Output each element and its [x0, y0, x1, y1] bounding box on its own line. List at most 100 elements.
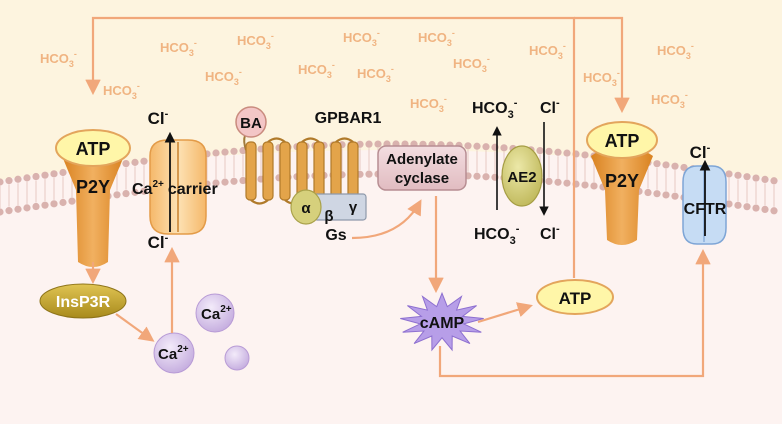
bg-hco3-ion: HCO3- [453, 54, 490, 74]
ba-label: BA [240, 115, 262, 132]
lipid-head-inner [131, 188, 139, 196]
lipid-head-inner [230, 177, 238, 185]
lipid-head-outer [725, 170, 733, 178]
lipid-head-inner [662, 191, 670, 199]
carrier-ca-label: Ca [132, 181, 153, 198]
bg-hco3-ion: HCO3- [298, 60, 335, 80]
lipid-head-outer [5, 177, 13, 185]
ae2-hco3-bottom-label: HCO [474, 226, 510, 243]
ae2-cl-top-label: Cl [540, 100, 556, 117]
lipid-head-inner [770, 207, 778, 215]
bg-hco3-ion: HCO3- [357, 64, 394, 84]
cftr-channel: Cl- CFTR [682, 142, 727, 245]
lipid-head-inner [482, 173, 490, 181]
bg-hco3-sub: 3 [680, 100, 685, 110]
cl-bottom-sup: - [165, 232, 169, 244]
bg-hco3-sup: - [617, 68, 620, 78]
lipid-head-outer [761, 175, 769, 184]
intracellular-pathway: InsP3R Ca2+ Ca2+ cAMP ATP [39, 196, 711, 378]
atp-label-right: ATP [605, 131, 640, 151]
bg-hco3-ion: HCO3- [237, 31, 274, 51]
lipid-head-outer [464, 142, 472, 150]
lipid-head-outer [563, 149, 571, 157]
gpbar1-label: GPBAR1 [315, 110, 382, 127]
bg-hco3-base: HCO [651, 92, 680, 107]
p2y-receptor-left: ATP P2Y [55, 129, 131, 267]
lipid-head-outer [500, 144, 508, 152]
bg-hco3-sub: 3 [234, 77, 239, 87]
bg-hco3-sup: - [444, 94, 447, 104]
gpbar1-helix [347, 141, 359, 201]
camp-to-cftr-arrow [438, 248, 711, 378]
bg-hco3-sub: 3 [372, 38, 377, 48]
gpbar1-helix [279, 141, 291, 201]
lipid-head-inner [743, 203, 751, 211]
lipid-head-outer [473, 142, 481, 150]
lipid-head-outer [23, 174, 31, 182]
lipid-head-inner [14, 205, 22, 213]
bg-hco3-base: HCO [40, 51, 69, 66]
bg-hco3-base: HCO [583, 70, 612, 85]
lipid-head-inner [221, 178, 229, 186]
ae2-cl-top-sup: - [556, 97, 560, 109]
lipid-head-outer [482, 143, 490, 151]
insp3r-to-calcium-arrow [115, 313, 155, 342]
cl-bottom-label: Cl [148, 233, 165, 252]
bg-hco3-sub: 3 [69, 59, 74, 69]
bg-hco3-sup: - [194, 38, 197, 48]
bg-hco3-sub: 3 [612, 78, 617, 88]
carrier-ca-sup: 2+ [152, 179, 164, 190]
calcium-ion-1-sup: 2+ [220, 304, 232, 315]
ae2-cl-bottom-sup: - [556, 223, 560, 235]
ae2-hco3-top-label: HCO [472, 100, 508, 117]
lipid-head-outer [221, 148, 229, 156]
bg-hco3-sup: - [391, 64, 394, 74]
bg-hco3-base: HCO [657, 43, 686, 58]
gpbar1-helix [330, 141, 342, 201]
lipid-head-outer [122, 159, 130, 168]
insp3r-label: InsP3R [56, 294, 111, 311]
calcium-ion-1-label: Ca [201, 306, 221, 323]
atp-feedback-line [85, 16, 576, 278]
bg-hco3-sub: 3 [439, 104, 444, 114]
gpbar1-helix [262, 141, 274, 201]
lipid-head-inner [365, 170, 373, 178]
ae2-hco3-bottom-sup: - [516, 223, 520, 235]
lipid-head-inner [671, 192, 679, 200]
gs-to-adenylate-arrow [351, 199, 422, 240]
svg-text:Cl-: Cl- [148, 108, 169, 128]
atp-intracellular-label: ATP [559, 289, 592, 308]
lipid-head-outer [131, 158, 139, 166]
lipid-head-inner [212, 179, 220, 187]
lipid-head-outer [374, 140, 382, 148]
bg-hco3-sup: - [685, 90, 688, 100]
adenylate-label-line2: cyclase [395, 170, 449, 187]
atp-right-ellipse [586, 121, 658, 159]
bg-hco3-ion: HCO3- [529, 41, 566, 61]
camp-burst [400, 291, 484, 352]
lipid-head-outer [662, 161, 670, 169]
alpha-label: α [301, 200, 311, 217]
bg-hco3-ion: HCO3- [418, 28, 455, 48]
gpbar1-helices [245, 137, 359, 205]
bg-hco3-ion: HCO3- [651, 90, 688, 110]
bg-hco3-sup: - [487, 54, 490, 64]
lipid-head-outer [770, 177, 778, 185]
bg-hco3-base: HCO [357, 66, 386, 81]
bg-hco3-sub: 3 [558, 51, 563, 61]
calcium-ion-1 [195, 293, 235, 333]
atp-left-ellipse [55, 129, 131, 167]
svg-text:HCO3-: HCO3- [472, 97, 518, 121]
adenylate-label-line1: Adenylate [386, 151, 458, 168]
lipid-head-inner [122, 189, 130, 198]
bg-hco3-sub: 3 [189, 48, 194, 58]
g-beta-gamma-subunit [313, 193, 367, 221]
svg-text:Ca2+carrier: Ca2+carrier [132, 179, 218, 198]
bg-hco3-sub: 3 [386, 74, 391, 84]
lipid-head-inner [50, 200, 58, 208]
bg-hco3-ion: HCO3- [103, 81, 140, 101]
bg-hco3-base: HCO [237, 33, 266, 48]
svg-text:Cl-: Cl- [540, 223, 560, 243]
gs-label: Gs [325, 227, 346, 244]
